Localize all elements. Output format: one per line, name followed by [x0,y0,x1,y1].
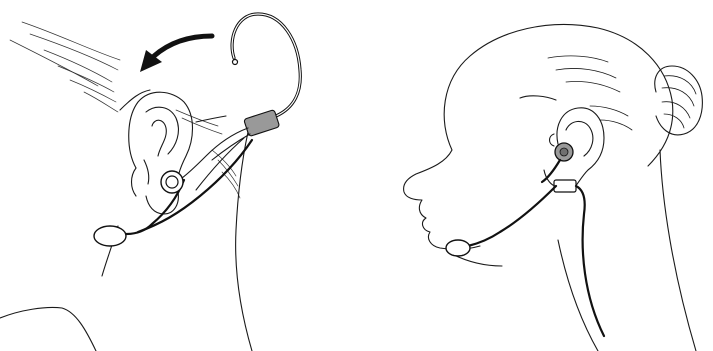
right-cables [468,160,604,336]
neck-outline [558,150,696,351]
hair-bun [655,66,703,135]
cable-clip [554,180,576,192]
right-earpiece [550,134,574,161]
right-microphone [446,240,470,256]
hairline [520,96,556,100]
head-profile-outline [404,24,673,249]
